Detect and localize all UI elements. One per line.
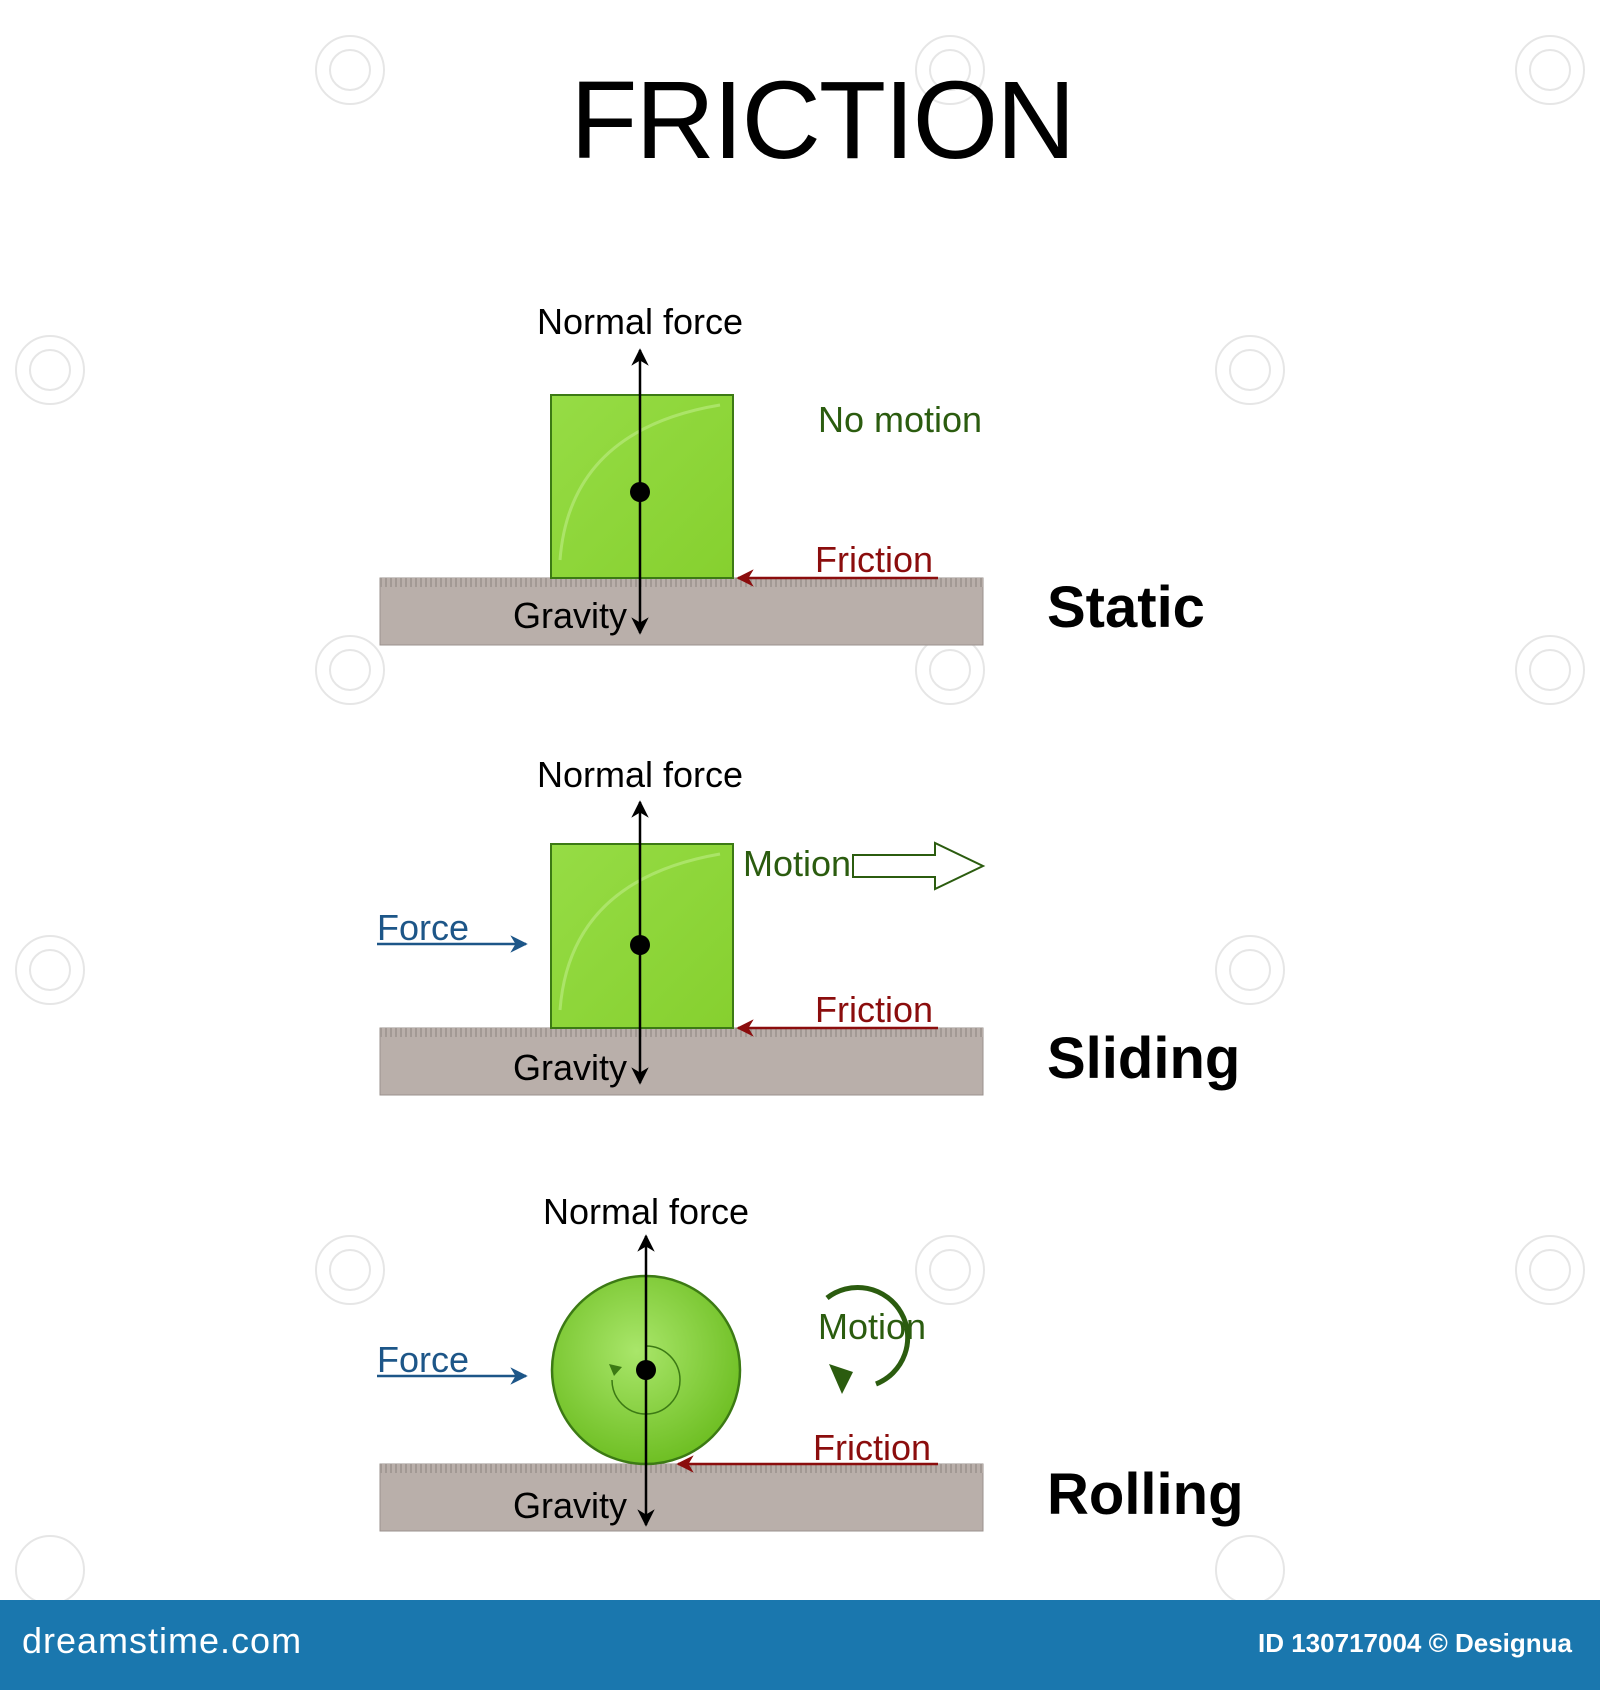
- rotation-arrow-icon: [825, 1284, 911, 1387]
- gravity-label: Gravity: [513, 595, 627, 636]
- gravity-label: Gravity: [513, 1047, 627, 1088]
- ground-surface: [379, 1463, 984, 1532]
- ground-surface: [379, 1027, 984, 1096]
- rotation-arrowhead: [609, 1364, 622, 1376]
- block-highlight: [558, 852, 721, 1011]
- normal-force-label: Normal force: [543, 1191, 749, 1232]
- friction-type-label: Rolling: [1047, 1462, 1244, 1527]
- site-logo-text[interactable]: dreamstime.com: [22, 1620, 303, 1661]
- friction-label: Friction: [815, 989, 933, 1030]
- watermark-spiral-icon: [15, 35, 1585, 1600]
- motion-label: Motion: [743, 843, 851, 884]
- static-panel: Normal force Gravity No motion Friction …: [379, 301, 1205, 646]
- footer-bar: dreamstime.com ID 130717004 © Designua: [0, 1600, 1600, 1690]
- motion-label: No motion: [818, 399, 982, 440]
- center-of-mass: [636, 1360, 656, 1380]
- rotation-arrow-icon: [611, 1345, 681, 1415]
- normal-force-label: Normal force: [537, 754, 743, 795]
- gravity-label: Gravity: [513, 1485, 627, 1526]
- friction-label: Friction: [813, 1427, 931, 1468]
- rolling-panel: Normal force Gravity Motion Force Fricti…: [377, 1191, 1244, 1532]
- friction-label: Friction: [815, 539, 933, 580]
- normal-force-label: Normal force: [537, 301, 743, 342]
- applied-force-label: Force: [377, 907, 469, 948]
- motion-label: Motion: [818, 1306, 926, 1347]
- block-highlight: [558, 403, 721, 561]
- center-of-mass: [630, 935, 650, 955]
- ground-texture: [380, 578, 983, 587]
- friction-type-label: Sliding: [1047, 1026, 1240, 1091]
- ground-texture: [380, 1028, 983, 1037]
- ground-surface: [379, 577, 984, 646]
- hollow-arrow-right-icon: [852, 841, 986, 891]
- applied-force-label: Force: [377, 1339, 469, 1380]
- image-credit: ID 130717004 © Designua: [1258, 1628, 1572, 1658]
- center-of-mass: [630, 482, 650, 502]
- friction-diagram: FRICTION Normal force Gravity No motion …: [15, 35, 1585, 1600]
- friction-type-label: Static: [1047, 575, 1205, 640]
- page-title: FRICTION: [570, 59, 1073, 182]
- rotation-arrowhead: [829, 1364, 853, 1394]
- sliding-panel: Normal force Gravity Motion Force Fricti…: [377, 754, 1240, 1096]
